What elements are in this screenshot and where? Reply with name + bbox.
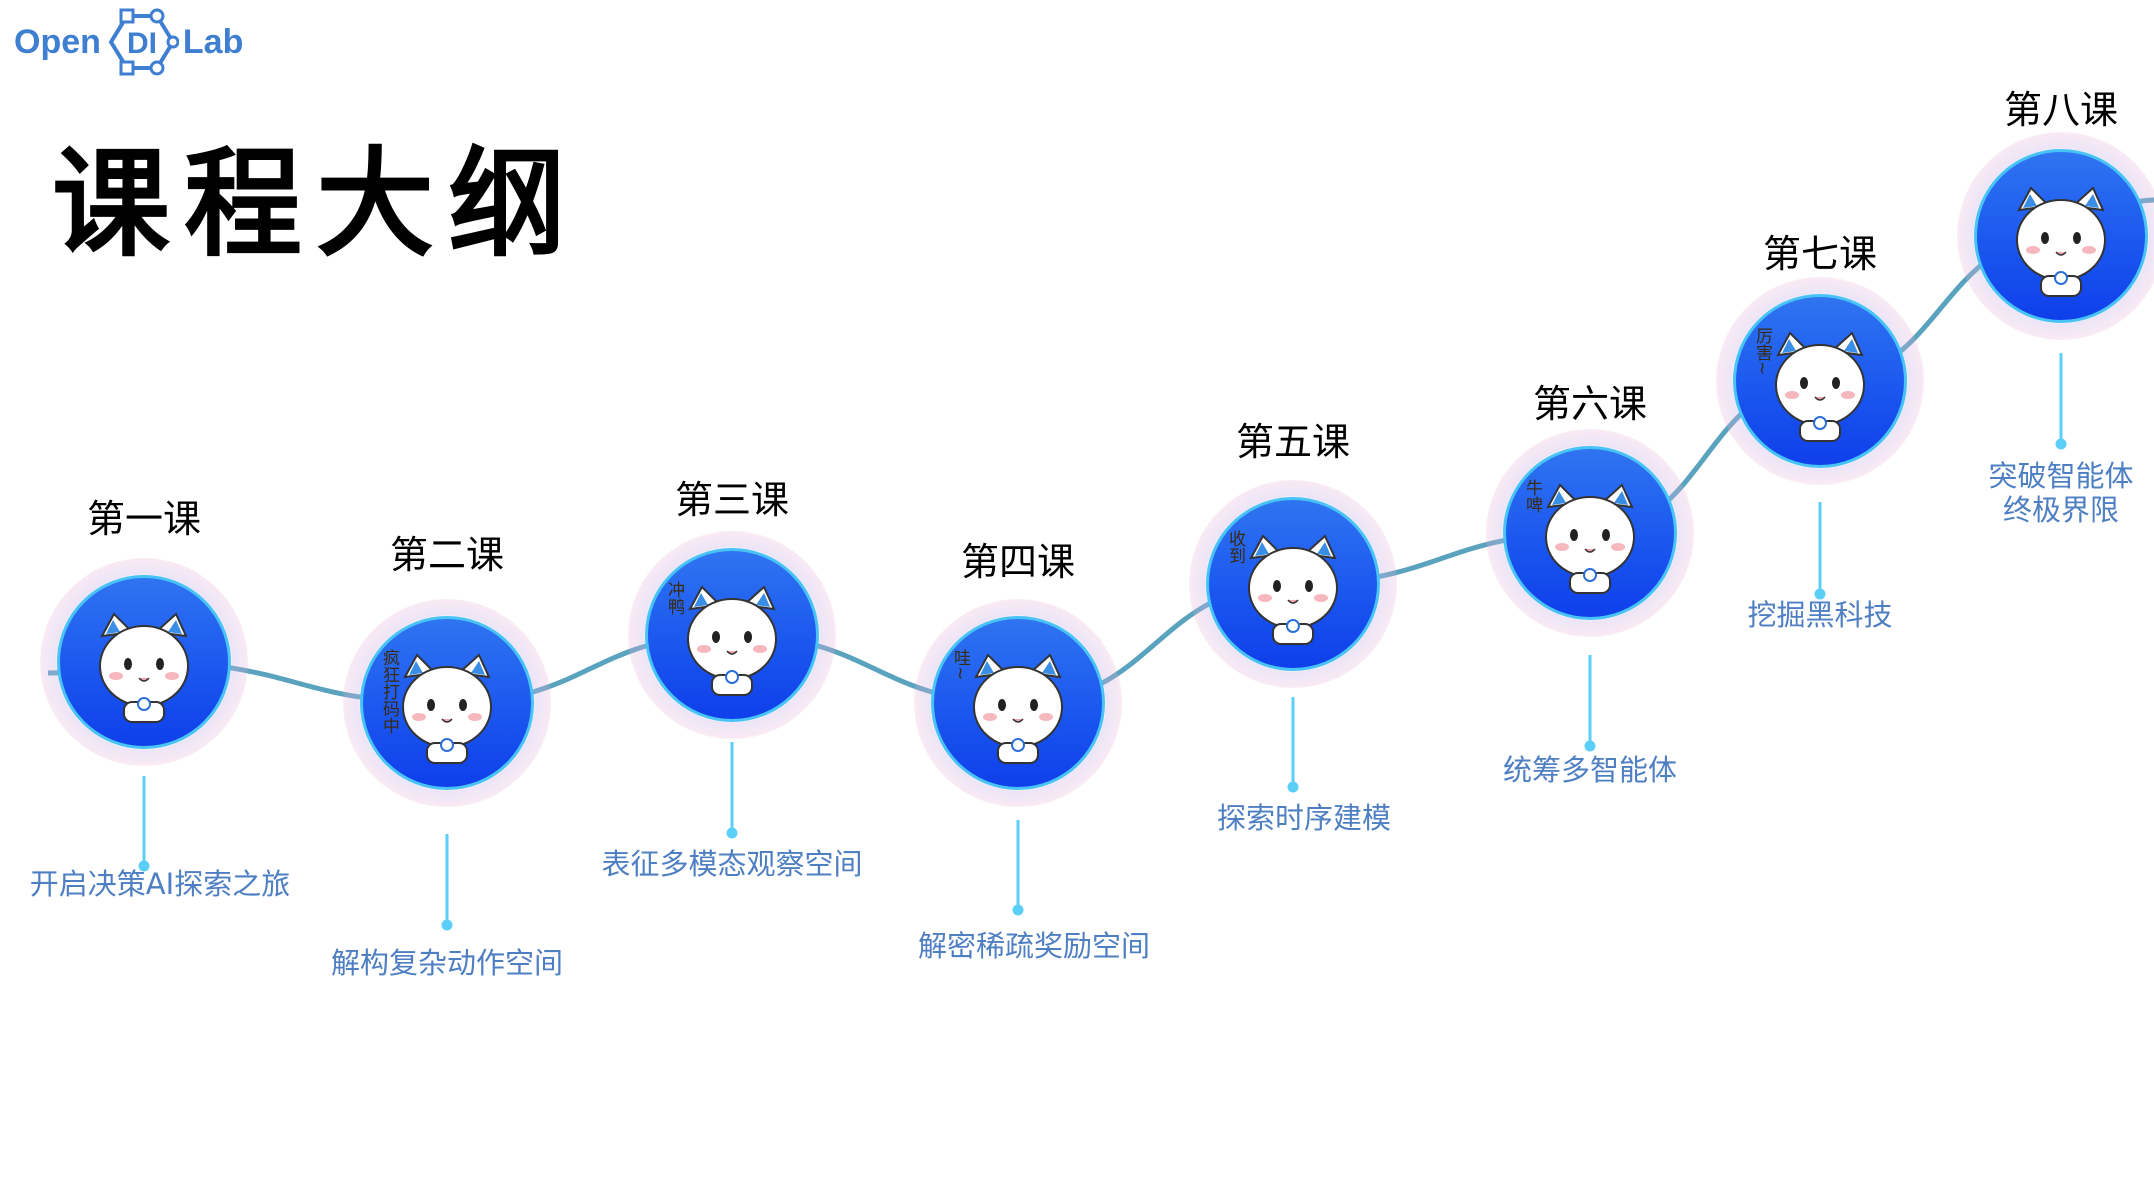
page-title: 课程大纲 <box>52 135 581 273</box>
logo-hexagon-icon: DI <box>105 8 180 76</box>
cat-mascot-icon <box>1760 325 1880 445</box>
lesson-description: 开启决策AI探索之旅 <box>29 867 291 901</box>
sticker-text: 收到 <box>1225 530 1245 564</box>
sticker-text: 厉害~ <box>1752 327 1772 376</box>
sticker-text: 哇~ <box>950 649 970 681</box>
cat-mascot-icon <box>1530 477 1650 597</box>
lesson-title: 第六课 <box>1532 382 1648 426</box>
connector-dot <box>138 860 150 872</box>
lesson-description: 解密稀疏奖励空间 <box>917 929 1151 963</box>
lesson-avatar <box>1974 149 2148 323</box>
connector-line <box>142 776 146 866</box>
lesson-title: 第二课 <box>389 533 505 577</box>
lesson-avatar: 收到 <box>1206 497 1380 671</box>
lesson-description: 挖掘黑科技 <box>1747 598 1893 632</box>
connector-dot <box>726 827 738 839</box>
lesson-description: 解构复杂动作空间 <box>330 946 564 980</box>
connector-line <box>1291 697 1295 787</box>
sticker-text: 疯狂打码中 <box>379 649 399 734</box>
logo-text-lab: Lab <box>182 22 244 61</box>
lesson-avatar: 冲鸭 <box>645 548 819 722</box>
connector-line <box>1818 502 1822 594</box>
lesson-avatar: 哇~ <box>931 616 1105 790</box>
logo-text-di: DI <box>127 27 157 60</box>
connector-dot <box>1012 904 1024 916</box>
lesson-title: 第七课 <box>1762 232 1878 276</box>
lesson-title: 第四课 <box>960 540 1076 584</box>
cat-mascot-icon <box>387 647 507 767</box>
lesson-avatar: 厉害~ <box>1733 294 1907 468</box>
connector-dot <box>441 919 453 931</box>
connector-line <box>445 834 449 925</box>
opendilab-logo: Open DI Lab <box>14 8 243 76</box>
lesson-description: 突破智能体 终极界限 <box>1988 459 2134 527</box>
lesson-title: 第八课 <box>2003 88 2119 132</box>
connector-dot <box>1287 781 1299 793</box>
cat-mascot-icon <box>672 579 792 699</box>
lesson-title: 第五课 <box>1235 420 1351 464</box>
connector-dot <box>1814 588 1826 600</box>
lesson-avatar: 牛啤 <box>1503 446 1677 620</box>
lesson-description: 统筹多智能体 <box>1502 753 1678 787</box>
cat-mascot-icon <box>958 647 1078 767</box>
cat-mascot-icon <box>84 606 204 726</box>
lesson-title: 第一课 <box>86 497 202 541</box>
lesson-description: 探索时序建模 <box>1216 801 1392 835</box>
lesson-avatar: 疯狂打码中 <box>360 616 534 790</box>
connector-dot <box>2055 438 2067 450</box>
connector-line <box>1588 655 1592 746</box>
lesson-avatar <box>57 575 231 749</box>
cat-mascot-icon <box>2001 180 2121 300</box>
connector-dot <box>1584 740 1596 752</box>
cat-mascot-icon <box>1233 528 1353 648</box>
sticker-text: 牛啤 <box>1522 479 1542 513</box>
sticker-text: 冲鸭 <box>664 581 684 615</box>
connector-line <box>2059 353 2063 444</box>
lesson-description: 表征多模态观察空间 <box>601 847 863 881</box>
connector-line <box>1016 820 1020 910</box>
logo-text-open: Open <box>14 22 101 61</box>
lesson-title: 第三课 <box>674 478 790 522</box>
connector-line <box>730 742 734 833</box>
